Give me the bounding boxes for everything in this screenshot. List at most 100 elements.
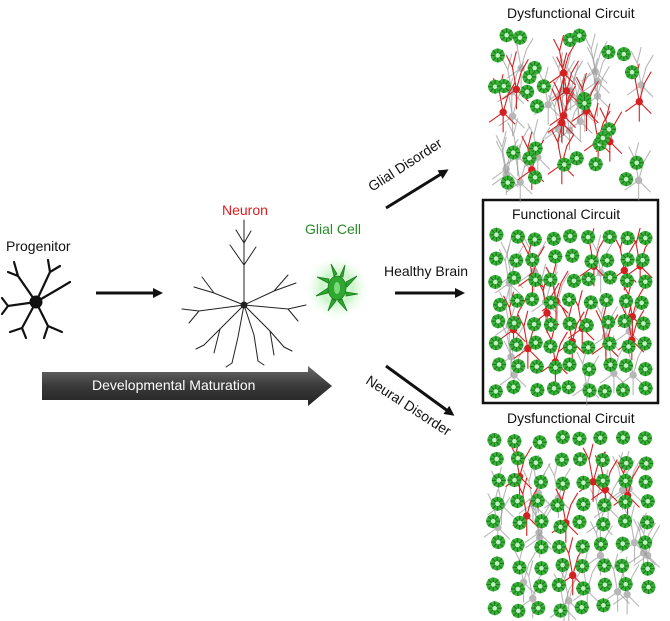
glial-cell-marker xyxy=(510,358,526,374)
glial-cell-marker xyxy=(527,272,544,288)
glial-cell-marker xyxy=(546,380,562,396)
functional-circuit-frame xyxy=(481,198,660,405)
glial-cell-marker xyxy=(549,497,566,513)
glial-cell-marker xyxy=(640,579,657,595)
glial-cell-marker xyxy=(486,432,503,448)
glial-cell-marker xyxy=(506,315,522,331)
glial-cell-marker xyxy=(506,433,523,449)
glial-cell-marker xyxy=(637,274,653,290)
glial-cell-marker xyxy=(490,47,506,64)
glial-cell-marker xyxy=(592,430,608,446)
glial-cell-marker xyxy=(488,383,504,400)
glial-cell-marker xyxy=(581,361,597,377)
glial-cell-marker xyxy=(509,293,525,309)
glial-cell-marker xyxy=(580,271,597,287)
glial-cell-marker xyxy=(562,32,578,48)
glial-cell-marker xyxy=(555,429,571,445)
glial-cell-marker xyxy=(602,269,618,286)
glial-cell-marker xyxy=(562,316,578,332)
glial-cell-marker xyxy=(566,273,582,289)
glial-cell-marker xyxy=(562,228,578,244)
glial-cell-marker xyxy=(593,536,609,552)
glial-cell-marker xyxy=(599,252,615,269)
glial-cell-marker xyxy=(595,473,611,489)
glial-cell-marker xyxy=(487,600,503,616)
glial-cell-marker xyxy=(620,339,637,355)
glial-cell-marker xyxy=(618,357,634,374)
progenitor-cell xyxy=(0,258,72,340)
glial-cell-marker xyxy=(571,514,588,530)
glial-cell xyxy=(303,254,371,322)
bottom-dysfunctional-circuit xyxy=(483,429,661,621)
glial-cell-marker xyxy=(618,171,634,187)
glial-cell-marker xyxy=(489,555,505,572)
glial-cell-marker xyxy=(617,473,634,489)
glial-cell-marker xyxy=(580,229,596,245)
glial-cell-marker xyxy=(575,580,591,597)
glial-cell-marker xyxy=(637,430,653,446)
glial-cell-marker xyxy=(638,474,654,490)
glial-cell-marker xyxy=(574,558,590,574)
glial-cell-marker xyxy=(574,599,590,615)
glial-cell-marker xyxy=(618,293,634,309)
glial-cell-marker xyxy=(496,78,512,94)
background-neuron xyxy=(572,347,600,407)
glial-cell-marker xyxy=(639,514,655,530)
glial-cell-marker xyxy=(624,64,640,80)
glial-cell-marker xyxy=(533,513,550,529)
glial-cell-marker xyxy=(616,46,632,62)
glial-cell-marker xyxy=(588,156,604,172)
glial-cell-marker xyxy=(528,335,544,351)
glial-cell-marker xyxy=(511,559,528,576)
glial-cell-marker xyxy=(555,476,571,492)
glial-cell-marker xyxy=(551,539,567,555)
glial-cell-marker xyxy=(618,455,634,471)
glial-cell-marker xyxy=(552,519,569,535)
glial-cell-marker xyxy=(510,603,526,619)
glial-cell-marker xyxy=(536,78,552,94)
glial-cell-marker xyxy=(575,496,591,512)
circuit-neuron xyxy=(551,484,579,544)
glial-cell-marker xyxy=(640,561,656,577)
glial-cell-marker xyxy=(579,317,595,333)
glial-cell-marker xyxy=(638,455,654,472)
glial-cell-marker xyxy=(595,516,611,532)
glial-cell-marker xyxy=(595,130,611,146)
glial-cell-marker xyxy=(600,44,617,60)
glial-cell-marker xyxy=(533,539,549,555)
glial-cell-marker xyxy=(489,451,505,467)
glial-cell-marker xyxy=(528,455,544,471)
glial-cell-marker xyxy=(547,248,563,265)
glial-cell-marker xyxy=(597,577,613,593)
glial-cell-marker xyxy=(490,534,506,550)
glial-cell-marker xyxy=(491,356,507,373)
glial-cell-marker xyxy=(519,84,535,100)
glial-cell-marker xyxy=(616,313,633,329)
healthy-brain-label: Healthy Brain xyxy=(384,263,469,279)
glial-cell-marker xyxy=(488,227,505,243)
glial-cell-marker xyxy=(554,452,570,468)
glial-cell-marker xyxy=(543,294,559,311)
maturation-label: Developmental Maturation xyxy=(92,377,256,393)
glial-cell-marker xyxy=(530,600,546,616)
glial-cell-marker xyxy=(583,294,599,311)
glial-cell-marker xyxy=(492,297,508,313)
glial-cell-marker xyxy=(521,69,538,85)
glial-cell-marker xyxy=(527,231,543,248)
glial-cell-marker xyxy=(571,431,588,447)
glial-cell-marker xyxy=(598,292,614,308)
glial-cell-marker xyxy=(488,250,504,267)
glial-cell-marker xyxy=(615,536,631,552)
progenitor-label: Progenitor xyxy=(6,238,71,254)
glial-cell-marker xyxy=(595,597,612,613)
glial-cell-marker xyxy=(637,361,654,377)
glial-cell-marker xyxy=(597,383,613,399)
glial-cell-marker xyxy=(524,252,540,268)
arrow-glial-disorder xyxy=(385,169,449,210)
glial-cell-marker xyxy=(529,359,545,375)
glial-cell-marker xyxy=(561,379,577,395)
glial-cell-marker xyxy=(487,274,503,290)
glial-cell-marker xyxy=(602,336,618,352)
glial-cell-marker xyxy=(505,379,522,395)
glial-cell-marker xyxy=(562,339,578,355)
